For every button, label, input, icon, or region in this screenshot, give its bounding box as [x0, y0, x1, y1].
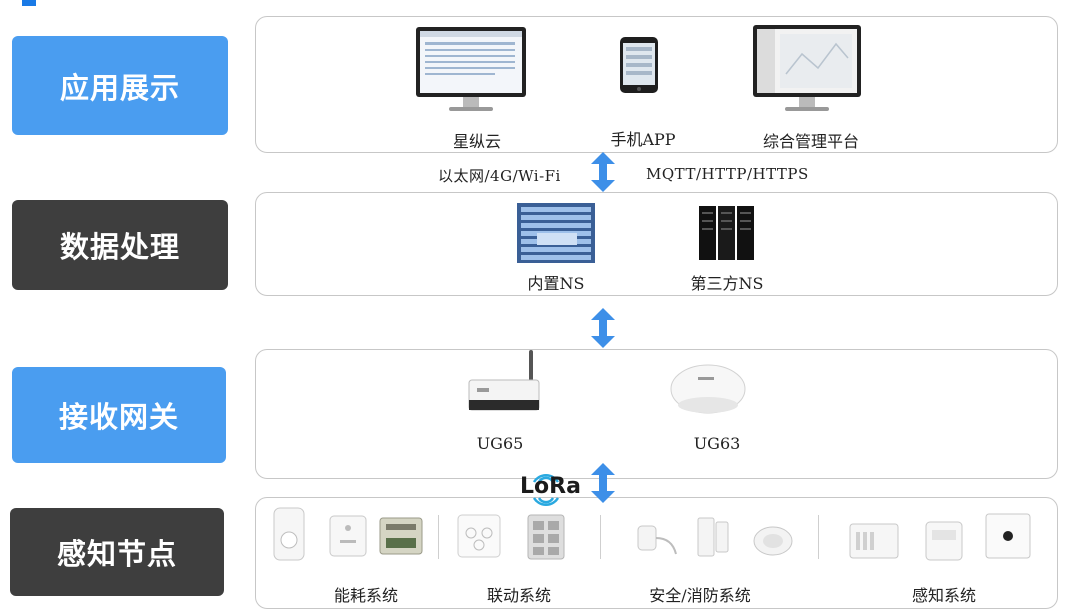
double-arrow-icon: [591, 308, 615, 348]
three-button-switch-icon: [457, 514, 501, 558]
controller-module-icon: [379, 517, 423, 555]
smart-plug-icon: [273, 507, 305, 561]
wall-socket-icon: [329, 515, 367, 557]
caption-ug63: UG63: [693, 434, 741, 453]
caption-xingzong-cloud: 星纵云: [452, 132, 502, 151]
corner-accent: [22, 0, 36, 6]
caption-management-platform: 综合管理平台: [762, 132, 860, 151]
layer-label-gateway: 接收网关: [12, 367, 226, 463]
management-monitor-icon: [753, 25, 861, 111]
ug63-gateway-icon: [670, 364, 746, 414]
caption-linkage-system: 联动系统: [486, 586, 552, 605]
caption-sensing-system: 感知系统: [911, 586, 977, 605]
leak-sensor-icon: [637, 525, 677, 555]
lora-wave-bottom-icon: [532, 497, 560, 507]
server-rack-photo-icon: [517, 203, 595, 263]
caption-safety-fire-system: 安全/消防系统: [649, 586, 751, 605]
co2-sensor-icon: [925, 521, 963, 561]
caption-energy-system: 能耗系统: [333, 586, 399, 605]
sensing-divider: [438, 515, 439, 559]
door-sensor-icon: [697, 517, 729, 557]
lora-wave-icon: [532, 473, 560, 483]
server-cabinets-icon: [699, 206, 754, 260]
ug65-gateway-icon: [468, 350, 540, 411]
double-arrow-icon: [591, 152, 615, 192]
layer-label-app: 应用展示: [12, 36, 228, 135]
desktop-monitor-icon: [416, 27, 526, 111]
caption-builtin-ns: 内置NS: [527, 274, 585, 293]
scene-panel-icon: [527, 514, 565, 560]
smoke-detector-icon: [753, 526, 793, 556]
ceiling-sensor-icon: [985, 513, 1031, 559]
layer-label-sensing: 感知节点: [10, 508, 224, 596]
panel-data: [255, 192, 1058, 296]
sensing-divider: [818, 515, 819, 559]
smartphone-icon: [620, 37, 658, 93]
layer-label-data: 数据处理: [12, 200, 228, 290]
caption-ug65: UG65: [476, 434, 524, 453]
protocol-network: 以太网/4G/Wi-Fi: [438, 167, 561, 185]
double-arrow-icon: [591, 463, 615, 503]
sensing-divider: [600, 515, 601, 559]
lora-logo: LoRa: [520, 474, 581, 499]
caption-mobile-app: 手机APP: [610, 130, 676, 149]
caption-third-party-ns: 第三方NS: [690, 274, 764, 293]
env-sensor-icon: [849, 523, 899, 559]
panel-gateway: [255, 349, 1058, 479]
protocol-mqtt: MQTT/HTTP/HTTPS: [646, 165, 809, 183]
